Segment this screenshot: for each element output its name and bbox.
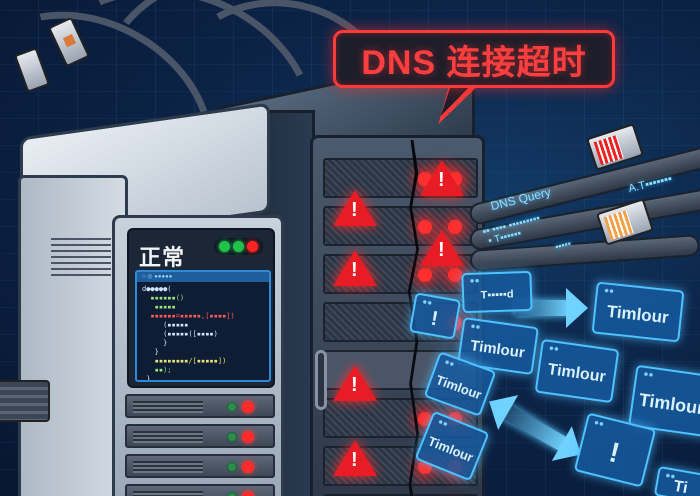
healthy-server: 正常 ○ ◎ ●●●●● d●●●●●( ▪▪▪▪▪▪() ▪▪▪▪▪ ▪▪▪▪…	[0, 102, 285, 496]
packet-label: !	[606, 436, 623, 469]
warning-icon: !	[333, 440, 377, 476]
packet-label: Timlour	[426, 432, 476, 465]
code-line: (▪▪▪▪▪([▪▪▪▪)	[142, 330, 218, 338]
drive-unit	[125, 484, 275, 496]
packet-label: T▪▪▪▪▪d	[480, 288, 514, 302]
packet-label: Ti	[672, 477, 689, 496]
timeout-packet: T▪▪▪▪▪d	[461, 270, 533, 314]
cable-port	[0, 380, 50, 422]
vent-grille	[51, 238, 111, 278]
status-label: 正常	[139, 245, 186, 270]
code-line: }	[142, 339, 168, 347]
packet-label: Timlour	[546, 360, 607, 386]
code-line: ▪▪▪▪▪▪()	[142, 294, 185, 302]
warning-icon: !	[420, 230, 464, 266]
packet-label: Timlour	[637, 389, 700, 418]
drive-bay	[323, 494, 478, 496]
code-line: (▪▪▪▪▪	[142, 321, 189, 329]
code-line: d●●●●●(	[142, 285, 172, 293]
code-lines: d●●●●●( ▪▪▪▪▪▪() ▪▪▪▪▪ ▪▪▪▪▪▪=▪▪▪▪▪,[▪▪▪…	[142, 285, 264, 382]
code-line: ▪▪▪▪▪▪▪▪/[▪▪▪▪▪])	[142, 357, 227, 365]
timeout-packet: Timlour	[591, 281, 685, 343]
timeout-packet: Timlour	[534, 338, 620, 404]
drive-unit	[125, 424, 275, 448]
alert-text: DNS 连接超时	[361, 43, 587, 82]
packet-label: Timlour	[605, 301, 670, 328]
code-screen-header: ○ ◎ ●●●●●	[137, 272, 269, 282]
drive-unit	[125, 454, 275, 478]
dns-timeout-alert-bubble: DNS 连接超时	[333, 30, 615, 88]
code-line: }	[142, 375, 151, 382]
warning-icon: !	[420, 160, 464, 196]
warning-icon: !	[333, 365, 377, 401]
packet-label: Timlour	[469, 336, 526, 362]
status-panel: 正常 ○ ◎ ●●●●● d●●●●●( ▪▪▪▪▪▪() ▪▪▪▪▪ ▪▪▪▪…	[127, 228, 275, 388]
status-indicator-lights	[214, 238, 263, 255]
red-light-icon	[247, 241, 258, 252]
error-packet: !	[408, 292, 462, 340]
healthy-server-front: 正常 ○ ◎ ●●●●● d●●●●●( ▪▪▪▪▪▪() ▪▪▪▪▪ ▪▪▪▪…	[112, 215, 284, 496]
healthy-server-side	[18, 175, 128, 496]
warning-icon: !	[333, 250, 377, 286]
drive-unit	[125, 394, 275, 418]
code-screen: ○ ◎ ●●●●● d●●●●●( ▪▪▪▪▪▪() ▪▪▪▪▪ ▪▪▪▪▪▪=…	[135, 270, 271, 382]
code-line: }	[142, 348, 159, 356]
code-line: ▪▪▪▪▪▪=▪▪▪▪▪,[▪▪▪▪])	[142, 312, 235, 320]
code-line: ▪▪);	[142, 366, 172, 374]
green-light-icon	[233, 241, 244, 252]
rack-door-handle	[315, 350, 327, 410]
warning-icon: !	[333, 190, 377, 226]
code-line: ▪▪▪▪▪	[142, 303, 176, 311]
packet-label: Timlour	[434, 371, 484, 402]
packet-label: !	[429, 307, 440, 330]
green-light-icon	[219, 241, 230, 252]
